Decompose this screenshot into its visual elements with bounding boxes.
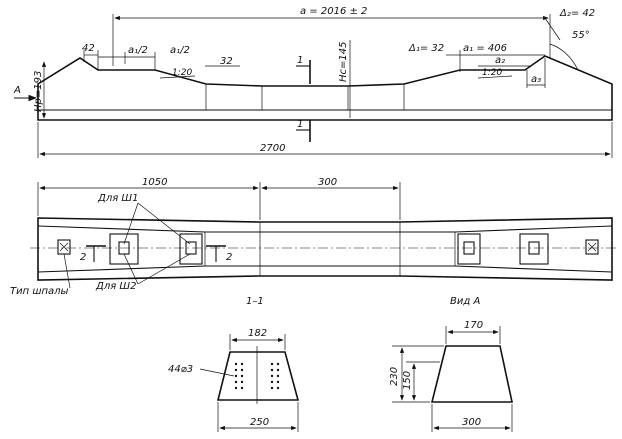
dim-a1-half-left: a₁/2 (128, 45, 148, 56)
slope-left-label: 1:20 (172, 68, 192, 78)
label-sh2: Для Ш2 (95, 281, 136, 292)
section-mark-bottom: 1 (297, 119, 303, 130)
section-1-1-outline (216, 351, 300, 401)
section-1-1: 1–1 182 250 44⌀3 (168, 296, 300, 432)
view-a-top-width: 170 (464, 320, 483, 331)
dim-42-left-label: 42 (82, 43, 95, 54)
view-a-letter: A (13, 85, 21, 96)
plan-inner-top (37, 225, 613, 233)
dim-32-left-label: 32 (220, 56, 233, 67)
section-mark-top: 1 (297, 55, 303, 66)
rail-seat-left-inner (179, 233, 203, 265)
leader-sh1-a (123, 202, 139, 245)
slope-left-leader (159, 75, 196, 79)
view-a: Вид А 170 230 150 300 (389, 296, 513, 432)
dim-a-label: a = 2016 ± 2 (300, 6, 367, 17)
side-view: a = 2016 ± 2 42 a₁/2 a₁/2 1:20 32 Hp=193… (13, 6, 613, 158)
a3-label: a₃ (531, 74, 541, 85)
dowel-2 (185, 241, 197, 255)
slope-right-leader (477, 75, 513, 79)
type-mark-x-right (587, 242, 597, 252)
view-a-title: Вид А (450, 296, 480, 307)
type-mark-box-right (585, 239, 599, 255)
rail-seat-left-outer (109, 233, 139, 265)
wire-dots (234, 362, 280, 390)
view-a-outline (430, 345, 513, 403)
wires-label: 44⌀3 (168, 364, 193, 375)
label-type: Тип шпалы (10, 286, 69, 297)
section-top-width: 182 (248, 328, 267, 339)
type-mark-x-left (59, 242, 69, 252)
angle-label: 55° (572, 30, 590, 41)
view-a-height-150: 150 (402, 371, 413, 390)
dowel-4 (528, 241, 540, 255)
cut-mark-right: 2 (226, 252, 232, 263)
cut-mark-left: 2 (80, 252, 86, 263)
label-sh1: Для Ш1 (97, 193, 138, 204)
plan-inner-bottom (37, 265, 613, 273)
wires-leader (199, 368, 235, 377)
rail-seat-right-outer (519, 233, 549, 265)
delta2-label: Δ₂= 42 (559, 8, 595, 19)
dowel-3 (463, 241, 475, 255)
dim-1050-label: 1050 (142, 177, 167, 188)
dim-a1-half-right: a₁/2 (170, 45, 190, 56)
view-a-bottom-width: 300 (462, 417, 481, 428)
hp-label: Hp=193 (33, 71, 44, 112)
a2-label: a₂ (495, 55, 505, 66)
dim-300-label: 300 (318, 177, 337, 188)
angle-arc (549, 43, 579, 71)
leader-type (63, 253, 71, 289)
delta1-label: Δ₁= 32 (408, 43, 444, 54)
length-total-label: 2700 (260, 143, 285, 154)
section-1-1-title: 1–1 (246, 296, 264, 307)
rail-seat-right-inner (457, 233, 481, 265)
leader-sh1-b (137, 202, 191, 245)
leader-sh2-a (123, 253, 139, 285)
hc-label: Hc=145 (338, 42, 349, 82)
plan-view: 2 2 1050 300 Для Ш1 Для Ш2 Тип шпалы (10, 177, 618, 297)
leader-sh2-b (137, 253, 191, 285)
view-a-height-total: 230 (389, 367, 400, 386)
section-bottom-width: 250 (250, 417, 269, 428)
sleeper-plan-outline (37, 217, 613, 281)
delta2-leader (544, 17, 561, 41)
a1-406-label: a₁ = 406 (463, 43, 507, 54)
slope-right-label: 1:20 (482, 68, 502, 78)
